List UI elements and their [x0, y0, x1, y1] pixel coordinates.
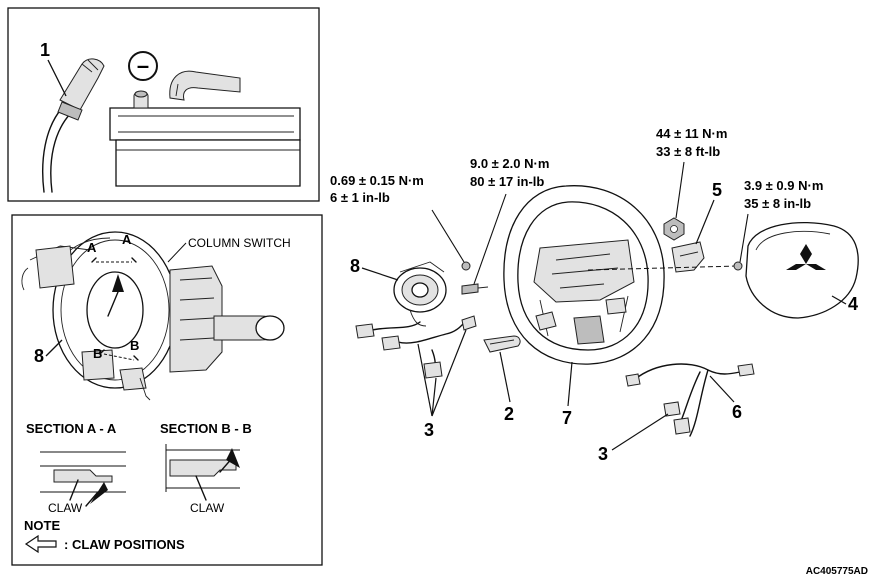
- clock-spring-part: [393, 261, 447, 327]
- callout-2: 2: [504, 404, 514, 424]
- leader-2: [499, 351, 511, 403]
- callout-6: 6: [732, 402, 742, 422]
- torque-2-line1: 9.0 ± 2.0 N·m: [470, 156, 549, 171]
- torque-1-line2: 6 ± 1 in-lb: [330, 190, 390, 205]
- torque-1-line1: 0.69 ± 0.15 N·m: [330, 173, 424, 188]
- battery-panel-frame: [7, 7, 320, 202]
- negative-sign: –: [137, 53, 149, 78]
- section-a-illustration: [40, 451, 126, 507]
- claw-position-arrow-icon: [24, 534, 57, 554]
- section-a-title: SECTION A - A: [26, 421, 117, 436]
- leader-3-left-a: [417, 343, 433, 417]
- callout-1: 1: [40, 40, 50, 60]
- claw-b-label: CLAW: [190, 501, 225, 515]
- lower-cover-part: [483, 335, 521, 353]
- callout-7: 7: [562, 408, 572, 428]
- figure-code: AC405775AD: [806, 566, 868, 577]
- leader-torque-1: [431, 209, 465, 263]
- leader-3-left-b: [431, 377, 437, 417]
- leader-torque-2: [473, 193, 507, 285]
- leader-torque-4: [739, 213, 749, 263]
- brand-logo-icon: [786, 244, 826, 270]
- callout-4: 4: [848, 294, 858, 314]
- clock-spring-illustration: [21, 231, 285, 401]
- callout-3-left: 3: [424, 420, 434, 440]
- negative-cable-illustration: [42, 58, 105, 193]
- marker-a-right: A: [122, 232, 132, 247]
- torque-2-line2: 80 ± 17 in-lb: [470, 174, 544, 189]
- airbag-bolt: [733, 261, 743, 271]
- column-switch-label: COLUMN SWITCH: [188, 236, 291, 250]
- callout-5: 5: [712, 180, 722, 200]
- note-text: : CLAW POSITIONS: [64, 537, 185, 552]
- steering-switch-part: [671, 241, 705, 273]
- torque-4-line2: 35 ± 8 in-lb: [744, 196, 811, 211]
- section-b-illustration: [165, 444, 240, 501]
- callout-8-inset: 8: [34, 346, 44, 366]
- column-switch-panel-frame: [11, 214, 323, 566]
- leader-4: [831, 295, 847, 305]
- screw-small: [461, 261, 471, 271]
- steering-wheel-nut: [663, 217, 685, 241]
- exploded-view: 8 3 0.69 ± 0.15 N·m 6 ± 1 in-lb 9.0 ± 2.…: [330, 126, 859, 464]
- leader-5: [695, 199, 715, 245]
- column-switch-leader: [167, 242, 187, 263]
- torque-4-line1: 3.9 ± 0.9 N·m: [744, 178, 823, 193]
- leader-6: [709, 375, 735, 403]
- assembly-line: [587, 265, 739, 271]
- battery-panel: – 1: [7, 7, 320, 202]
- claw-a-label: CLAW: [48, 501, 83, 515]
- leader-torque-3: [675, 161, 685, 219]
- torque-3-line1: 44 ± 11 N·m: [656, 126, 727, 141]
- leader-3-right: [611, 413, 669, 451]
- harness-connectors-part: [355, 315, 477, 379]
- marker-a-left: A: [87, 240, 97, 255]
- section-b-title: SECTION B - B: [160, 421, 252, 436]
- note-title: NOTE: [24, 518, 60, 533]
- leader-8-inset: [45, 339, 63, 357]
- marker-b-right: B: [130, 338, 139, 353]
- marker-b-left: B: [93, 346, 102, 361]
- steering-wheel-part: [503, 185, 665, 365]
- battery-illustration: [109, 70, 301, 187]
- callout-8-main: 8: [350, 256, 360, 276]
- leader-8-main: [361, 267, 399, 281]
- torque-3-line2: 33 ± 8 ft-lb: [656, 144, 720, 159]
- wiring-harness-part: [625, 363, 755, 437]
- callout-3-right: 3: [598, 444, 608, 464]
- leader-7: [567, 361, 573, 407]
- steering-wheel-bolt: [461, 283, 489, 295]
- leader-3-left-c: [431, 329, 467, 417]
- leader-1: [47, 59, 67, 97]
- airbag-module-part: [745, 221, 859, 319]
- column-switch-panel: A A B B COLUMN SWITCH 8 SECTION A - A CL…: [11, 214, 323, 566]
- negative-terminal-symbol: –: [128, 51, 158, 81]
